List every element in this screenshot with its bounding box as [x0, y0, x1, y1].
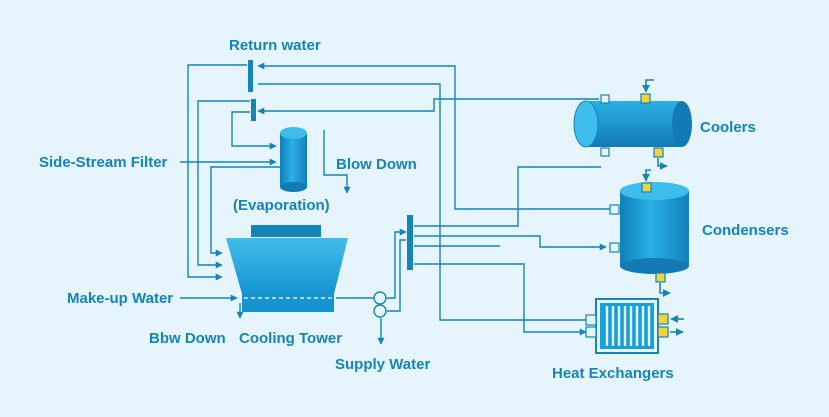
pipe-lines — [180, 62, 616, 345]
side-stream-filter-icon — [280, 127, 307, 192]
cooling-tower-icon — [226, 225, 348, 312]
label-heat-exchangers: Heat Exchangers — [552, 365, 674, 382]
label-blow-down: Blow Down — [336, 156, 417, 173]
label-evaporation: (Evaporation) — [233, 197, 330, 214]
return-header-upper — [248, 60, 253, 92]
return-header-lower — [251, 99, 256, 121]
label-bbw-down: Bbw Down — [149, 330, 226, 347]
label-coolers: Coolers — [700, 119, 756, 136]
label-condensers: Condensers — [702, 222, 789, 239]
label-make-up-water: Make-up Water — [67, 290, 174, 307]
supply-pump-2-icon — [373, 304, 387, 318]
label-cooling-tower: Cooling Tower — [239, 330, 343, 347]
coolers-icon — [573, 79, 692, 170]
label-supply-water: Supply Water — [335, 356, 431, 373]
supply-header — [407, 215, 413, 270]
label-return-water: Return water — [229, 37, 321, 54]
heat-exchangers-icon — [585, 298, 684, 354]
condensers-icon — [609, 169, 689, 297]
supply-pump-1-icon — [373, 291, 387, 305]
label-side-stream-filter: Side-Stream Filter — [39, 154, 168, 171]
